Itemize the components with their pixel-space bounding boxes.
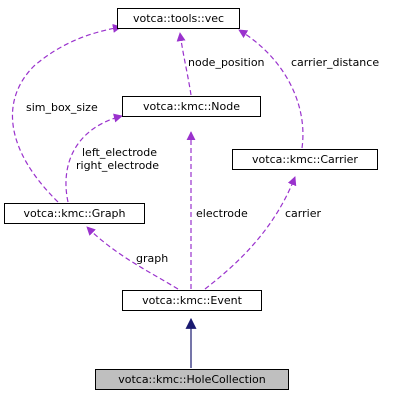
- node-kmc-node[interactable]: votca::kmc::Node: [122, 96, 261, 117]
- node-kmc-carrier[interactable]: votca::kmc::Carrier: [232, 149, 378, 170]
- edge-node-position: [176, 32, 192, 96]
- label-node-position: node_position: [188, 56, 265, 69]
- node-kmc-holecollection[interactable]: votca::kmc::HoleCollection: [95, 369, 289, 390]
- edge-carrier: [204, 176, 297, 290]
- edge-carrier-distance: [238, 29, 304, 149]
- label-electrode: electrode: [196, 207, 248, 220]
- label-carrier-distance: carrier_distance: [291, 56, 380, 69]
- label-graph: graph: [136, 252, 169, 265]
- edge-sim-box-size: [11, 23, 122, 203]
- edge-graph: [86, 226, 179, 290]
- node-kmc-event[interactable]: votca::kmc::Event: [122, 290, 262, 311]
- node-kmc-graph[interactable]: votca::kmc::Graph: [4, 203, 145, 224]
- edge-electrodes: [65, 113, 123, 203]
- label-right-electrode: right_electrode: [76, 159, 160, 172]
- node-tools-vec[interactable]: votca::tools::vec: [117, 8, 240, 29]
- label-carrier: carrier: [285, 207, 321, 220]
- label-sim-box-size: sim_box_size: [26, 101, 98, 114]
- label-left-electrode: left_electrode: [82, 146, 158, 159]
